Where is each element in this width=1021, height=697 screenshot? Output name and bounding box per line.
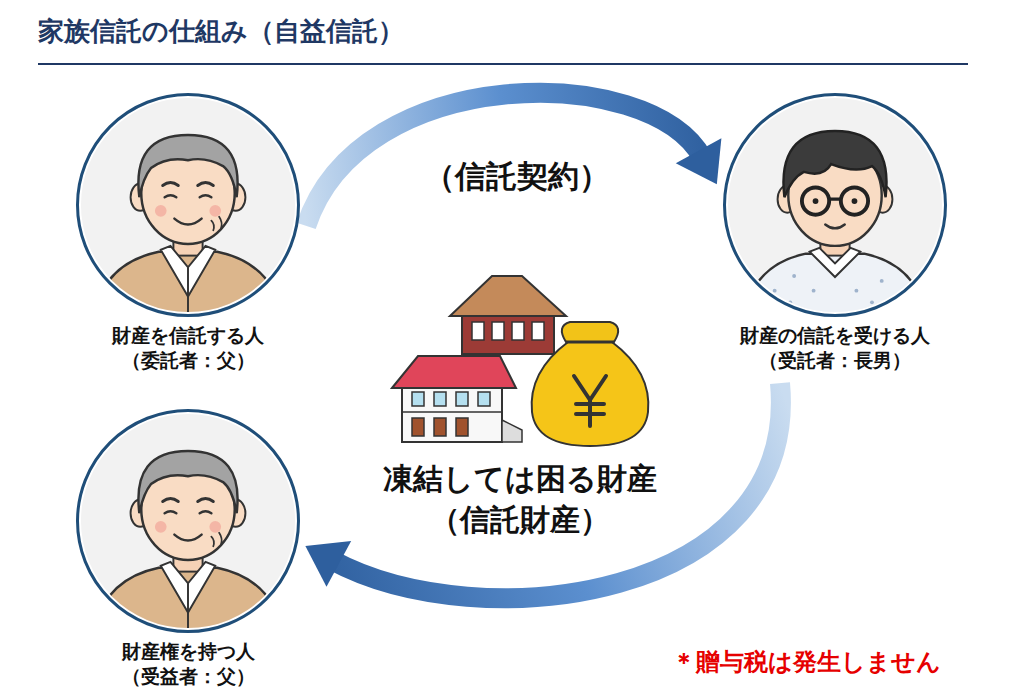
- diagram-title: 家族信託の仕組み（自益信託）: [38, 14, 404, 49]
- note-label: ＊贈与税は発生しません: [636, 646, 976, 678]
- trust-property-label: 凍結しては困る財産 （信託財産）: [380, 458, 660, 541]
- arrow-head: [305, 541, 351, 587]
- person-node: 財産の信託を受ける人 （受託者：長男）: [705, 93, 965, 373]
- money-bag: [532, 322, 649, 446]
- person-circle: [723, 93, 947, 317]
- person-node: 財産権を持つ人 （受益者：父）: [58, 409, 318, 689]
- person-label: 財産の信託を受ける人 （受託者：長男）: [732, 323, 938, 373]
- father-figure: [79, 412, 297, 636]
- person-node: 財産を信託する人 （委託者：父）: [58, 93, 318, 373]
- arrow-body: [306, 93, 702, 226]
- person-circle: [76, 93, 300, 317]
- title-rule: [38, 64, 968, 65]
- son-figure: [726, 96, 944, 320]
- blue-arrow: [306, 93, 721, 226]
- blue-arrow: [305, 383, 781, 598]
- arrow-body: [332, 383, 781, 598]
- edge-label: （信託契約）: [424, 156, 610, 198]
- person-label: 財産を信託する人 （委託者：父）: [103, 323, 273, 373]
- brown-house: [450, 276, 566, 354]
- red-roof-house: [392, 356, 522, 442]
- arrow-head: [676, 138, 722, 184]
- father-figure: [79, 96, 297, 320]
- person-label: 財産権を持つ人 （受益者：父）: [113, 639, 263, 689]
- person-circle: [76, 409, 300, 633]
